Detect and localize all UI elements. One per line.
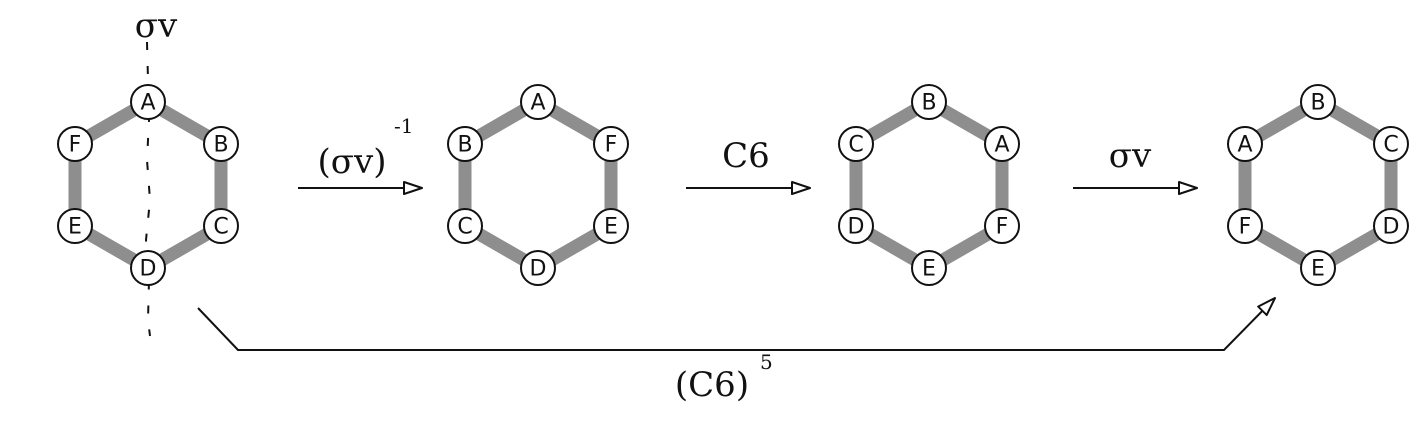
atom-label: A	[530, 91, 545, 116]
atom-node	[1373, 208, 1409, 244]
atom-node	[203, 126, 239, 162]
atom-node	[1373, 126, 1409, 162]
mirror-plane-label: σv	[135, 6, 178, 46]
atom-node	[130, 84, 166, 120]
operation-label-sigma-inverse: (σv)	[318, 142, 387, 182]
atom-node	[593, 208, 629, 244]
atom-node	[838, 208, 874, 244]
atom-node	[1300, 84, 1336, 120]
atom-node	[520, 84, 556, 120]
atom-label: C	[848, 133, 863, 158]
atom-label: B	[921, 91, 936, 116]
atom-node	[984, 126, 1020, 162]
atom-label: C	[213, 215, 228, 240]
atom-label: C	[457, 215, 472, 240]
atom-label: E	[68, 215, 82, 240]
atom-label: F	[605, 133, 618, 158]
atom-label: B	[213, 133, 228, 158]
atom-node	[1227, 126, 1263, 162]
atom-label: B	[457, 133, 472, 158]
atom-node	[57, 126, 93, 162]
atom-label: F	[1239, 215, 1252, 240]
atom-label: E	[922, 257, 936, 282]
atom-node	[1227, 208, 1263, 244]
atom-node	[447, 126, 483, 162]
atom-label: F	[996, 215, 1009, 240]
atom-node	[593, 126, 629, 162]
atom-node	[203, 208, 239, 244]
atom-label: E	[604, 215, 618, 240]
atom-node	[984, 208, 1020, 244]
atom-label: C	[1383, 133, 1398, 158]
atom-node	[911, 84, 947, 120]
atom-node	[57, 208, 93, 244]
operation-superscript-c6-power-five: 5	[760, 350, 773, 374]
atom-node	[447, 208, 483, 244]
atom-label: E	[1311, 257, 1325, 282]
atom-label: F	[69, 133, 82, 158]
operation-label-c6: C6	[722, 136, 770, 176]
operation-label-sigma: σv	[1109, 136, 1152, 176]
molecule-final: B C D E F A	[1227, 84, 1409, 286]
atom-node	[130, 250, 166, 286]
molecule-initial: A B C D E F	[57, 84, 239, 286]
atom-label: D	[1383, 215, 1400, 240]
atom-label: A	[140, 91, 155, 116]
arrow-c6-power-five	[197, 297, 1276, 351]
atom-label: D	[848, 215, 865, 240]
atom-node	[520, 250, 556, 286]
operation-label-c6-power-five: (C6)	[675, 365, 749, 405]
atom-node	[911, 250, 947, 286]
molecule-after-c6: B A F E D C	[838, 84, 1020, 286]
atom-label: D	[140, 257, 157, 282]
atom-label: D	[530, 257, 547, 282]
atom-label: B	[1310, 91, 1325, 116]
atom-label: A	[1237, 133, 1252, 158]
atom-node	[838, 126, 874, 162]
atom-node	[1300, 250, 1336, 286]
atom-label: A	[994, 133, 1009, 158]
operation-superscript-sigma-inverse: -1	[394, 114, 413, 138]
molecule-after-sigma-inverse: A F E D C B	[447, 84, 629, 286]
